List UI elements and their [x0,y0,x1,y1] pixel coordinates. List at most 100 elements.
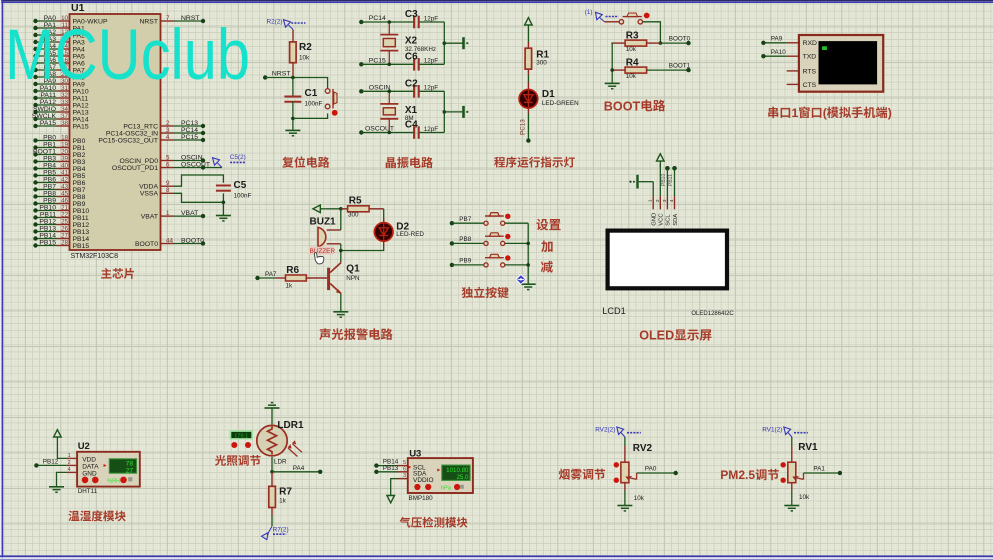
svg-text:3: 3 [166,127,170,134]
svg-text:PM2.5: PM2.5 [720,468,755,482]
svg-text:PA6: PA6 [44,57,57,64]
svg-text:OSCIN: OSCIN [369,84,391,91]
svg-text:RTS: RTS [803,68,817,75]
svg-text:2: 2 [166,120,170,127]
svg-text:SWCLK: SWCLK [32,113,57,120]
svg-text:▸: ▸ [408,464,411,470]
svg-text:PB0: PB0 [73,138,86,145]
svg-text:12pF: 12pF [424,85,439,92]
svg-text:25: 25 [61,218,68,225]
svg-text:PC14-OSC32_IN: PC14-OSC32_IN [106,130,158,137]
svg-text:D2: D2 [396,222,409,233]
svg-text:1: 1 [68,453,71,459]
svg-text:PC15-OSC32_OUT: PC15-OSC32_OUT [98,137,158,144]
svg-text:PB7: PB7 [43,183,56,190]
svg-text:R1: R1 [536,50,549,61]
svg-text:PA10: PA10 [73,88,89,95]
svg-text:BOOT0: BOOT0 [135,241,158,248]
svg-text:PC15: PC15 [181,134,198,141]
svg-text:PA0-WKUP: PA0-WKUP [73,18,108,25]
svg-text:C3: C3 [405,9,418,20]
svg-text:PB5: PB5 [73,173,86,180]
svg-text:PA12: PA12 [40,99,56,106]
svg-text:RXD: RXD [803,40,817,47]
svg-text:PB15: PB15 [39,239,56,246]
svg-text:BMP180: BMP180 [409,495,434,502]
svg-text:PA11: PA11 [73,95,89,102]
svg-text:17: 17 [61,64,68,71]
svg-text:32.768KHz: 32.768KHz [405,46,436,53]
svg-text:RV1: RV1 [798,442,818,453]
svg-text:PB15: PB15 [73,243,90,250]
svg-text:PA10: PA10 [40,85,56,92]
svg-text:6: 6 [166,161,170,168]
svg-text:OSCOUT: OSCOUT [365,126,394,133]
svg-text:C5: C5 [234,180,247,191]
svg-text:PB8: PB8 [43,190,56,197]
svg-text:78: 78 [126,461,134,468]
svg-text:SDA: SDA [413,470,427,477]
svg-text:PA3: PA3 [44,36,57,43]
svg-text:BOOT0: BOOT0 [669,36,691,43]
svg-text:10k: 10k [799,494,810,501]
svg-text:42: 42 [61,176,68,183]
svg-text:C5(2): C5(2) [230,154,246,161]
svg-text:29: 29 [61,71,68,78]
svg-text:PA2: PA2 [44,29,57,36]
svg-text:5: 5 [403,460,406,466]
svg-text:300: 300 [348,211,359,218]
svg-text:PB8: PB8 [459,236,471,243]
svg-text:BUZZER: BUZZER [310,248,336,255]
svg-text:41: 41 [61,169,68,176]
svg-text:12pF: 12pF [424,58,439,65]
svg-text:U3: U3 [409,448,421,459]
svg-text:R7(2): R7(2) [273,526,289,533]
svg-text:BOOT1: BOOT1 [33,148,56,155]
svg-text:9: 9 [166,180,170,187]
svg-text:C2: C2 [405,78,418,89]
svg-text:RV1(2): RV1(2) [762,427,782,434]
svg-text:PB3: PB3 [73,159,86,166]
svg-text:R6: R6 [286,265,299,276]
svg-text:LDR: LDR [274,459,287,466]
svg-text:1: 1 [166,210,170,217]
svg-text:PB2: PB2 [73,152,86,159]
svg-text:PA1: PA1 [44,22,57,29]
svg-text:34: 34 [61,106,68,113]
svg-text:): ) [888,106,892,120]
svg-text:LCD1: LCD1 [602,306,626,316]
svg-text:NPN: NPN [346,275,360,282]
svg-text:R5: R5 [349,196,362,207]
svg-text:100nF: 100nF [305,101,323,108]
svg-text:13: 13 [61,36,68,43]
svg-text:12: 12 [61,29,68,36]
svg-text:(1): (1) [585,9,593,16]
svg-text:PB3: PB3 [43,155,56,162]
svg-text:PA3: PA3 [73,39,86,46]
svg-text:PB13: PB13 [39,225,56,232]
svg-text:PC13_RTC: PC13_RTC [123,123,158,130]
svg-text:PA6: PA6 [73,60,86,67]
svg-text:PB10: PB10 [73,208,90,215]
svg-text:40: 40 [61,162,68,169]
svg-text:PA4: PA4 [73,46,86,53]
svg-text:30: 30 [61,78,68,85]
svg-text:14: 14 [61,43,68,50]
svg-text:PA0: PA0 [645,465,657,472]
svg-text:BOOT: BOOT [604,99,641,113]
svg-text:PA5: PA5 [44,50,57,57]
svg-text:100nF: 100nF [234,193,252,200]
svg-text:PA9: PA9 [44,78,57,85]
svg-text:PB11: PB11 [668,174,674,186]
svg-text:45: 45 [61,190,68,197]
svg-text:▸: ▸ [437,467,440,474]
svg-text:hPa: hPa [441,485,452,491]
svg-text:NRST: NRST [139,18,158,25]
svg-text:PB1: PB1 [73,145,86,152]
svg-text:4: 4 [68,467,71,473]
svg-text:33: 33 [61,99,68,106]
svg-text:PB7: PB7 [459,216,471,223]
svg-text:DHT11: DHT11 [78,488,98,495]
svg-text:4: 4 [669,199,674,202]
svg-text:TXD: TXD [803,54,817,61]
